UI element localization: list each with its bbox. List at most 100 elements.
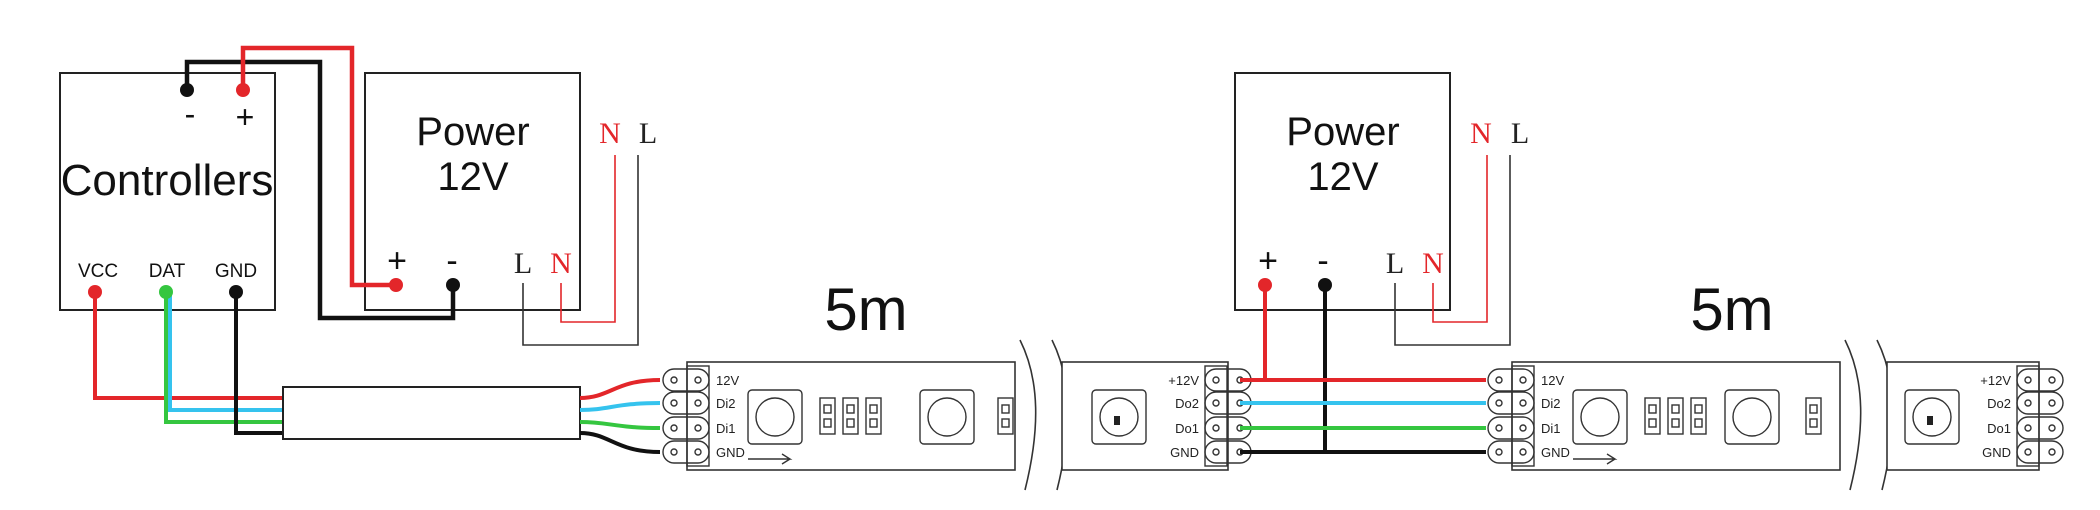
power-left-n-top: N [599,117,621,150]
power-left-plus-label: + [387,242,407,280]
power-right-plus-label: + [1258,242,1278,280]
controller-gnd-terminal [229,285,243,299]
strip1-led-chip-2 [919,389,975,445]
strip1-tail-led-chip [1091,389,1147,445]
strip2-pad-di1 [1487,416,1535,440]
strip2-in-pin-2: Di2 [1541,396,1561,411]
strip1-pad-di2 [662,391,710,415]
wire-black-ctrl-power [184,59,456,321]
strip1-in-pin-2: Di2 [716,396,736,411]
strip1-in-pin-4: GND [716,445,745,460]
power-right-l-top: L [1511,117,1529,150]
strip1-capacitor [997,397,1014,435]
controller-gnd-label: GND [215,261,257,282]
strip2-in-pin-4: GND [1541,445,1570,460]
strip2-pad-gnd [1487,440,1535,464]
power-left-title-2: 12V [437,155,508,199]
strip1-pad-block [686,365,710,467]
power-right-plus-terminal [1258,278,1272,292]
strip2-in-pin-3: Di1 [1541,421,1561,436]
wire-cyan-dat [168,292,283,412]
controller-title: Controllers [61,156,274,205]
power-left-l-top: L [639,117,657,150]
controller-plus-label: + [236,99,255,135]
strip2-out-pin-2: Do2 [1987,396,2011,411]
strip2-segment [1511,361,1841,471]
strip2-out-pad-block [2016,365,2040,467]
strip1-out-pin-2: Do2 [1175,396,1199,411]
power-left-n-bottom: N [550,247,572,280]
strip1-led-chip-1 [747,389,803,445]
wire-green-dat [164,292,283,424]
strip2-out-pin-4: GND [1982,445,2011,460]
wire-red-vcc [93,292,283,400]
strip2-output-pads [2016,368,2064,464]
power-right-l-bottom: L [1386,247,1404,280]
ac-l-wire-right [1394,155,1511,346]
power-right-minus-terminal [1318,278,1332,292]
power-right-title-2: 12V [1307,155,1378,199]
power-right-box [1234,72,1451,311]
strip2-out-pin-1: +12V [1980,373,2011,388]
strip2-pad-12v [1487,368,1535,392]
wire-cyan-to-strip1 [579,401,661,412]
strip1-length-label: 5m [824,276,907,343]
strip1-out-pin-4: GND [1170,445,1199,460]
strip1-direction-arrow-icon [748,453,793,465]
strip1-pad-di1 [662,416,710,440]
strip1-input-pads [662,368,710,464]
strip2-tail-segment [1886,361,2040,471]
strip1-out-pin-1: +12V [1168,373,1199,388]
wire-red-power-right-plus [1263,285,1267,382]
strip2-out-pin-3: Do1 [1987,421,2011,436]
strip1-out-pin-3: Do1 [1175,421,1199,436]
strip2-length-label: 5m [1690,276,1773,343]
strip1-break-left [1019,339,1037,491]
strip1-in-pin-1: 12V [716,373,739,388]
strip2-direction-arrow-icon [1573,453,1618,465]
power-left-box [364,72,581,311]
strip1-pad-12v [662,368,710,392]
ac-l-wire-left [522,155,639,346]
strip2-pad-di2 [1487,391,1535,415]
controller-plus-terminal [236,83,250,97]
power-left-title-1: Power [416,110,529,154]
strip1-tail-segment [1061,361,1229,471]
strip1-out-pad-block [1204,365,1228,467]
power-left-l-bottom: L [514,247,532,280]
wire-black-gnd [234,292,283,435]
controller-box [59,72,276,311]
power-right-n-top: N [1470,117,1492,150]
strip1-pad-gnd [662,440,710,464]
strip1-in-pin-3: Di1 [716,421,736,436]
controller-dat-label: DAT [149,261,186,282]
wire-black-to-strip1 [579,431,661,454]
controller-vcc-terminal [88,285,102,299]
wire-red-to-strip1 [579,378,661,400]
strip2-resistors [1644,397,1707,435]
power-right-minus-label: - [1317,242,1328,280]
strip2-in-pin-1: 12V [1541,373,1564,388]
power-right-n-bottom: N [1422,247,1444,280]
strip2-break-left [1844,339,1862,491]
ac-n-wire-left [560,155,616,323]
connector-sleeve [282,386,581,440]
controller-dat-terminal [159,285,173,299]
wire-red-ctrl-power [240,45,396,288]
wire-green-to-strip1 [579,420,661,430]
strip2-tail-led-chip [1904,389,1960,445]
power-left-plus-terminal [389,278,403,292]
power-right-title-1: Power [1286,110,1399,154]
ac-n-wire-right [1432,155,1488,323]
controller-vcc-label: VCC [78,261,118,282]
power-left-minus-terminal [446,278,460,292]
controller-minus-terminal [180,83,194,97]
strip2-led-chip-2 [1724,389,1780,445]
power-left-minus-label: - [446,242,457,280]
strip2-pad-block [1511,365,1535,467]
strip2-input-pads [1487,368,1535,464]
strip2-capacitor [1805,397,1822,435]
strip2-led-chip-1 [1572,389,1628,445]
strip1-resistors [819,397,882,435]
